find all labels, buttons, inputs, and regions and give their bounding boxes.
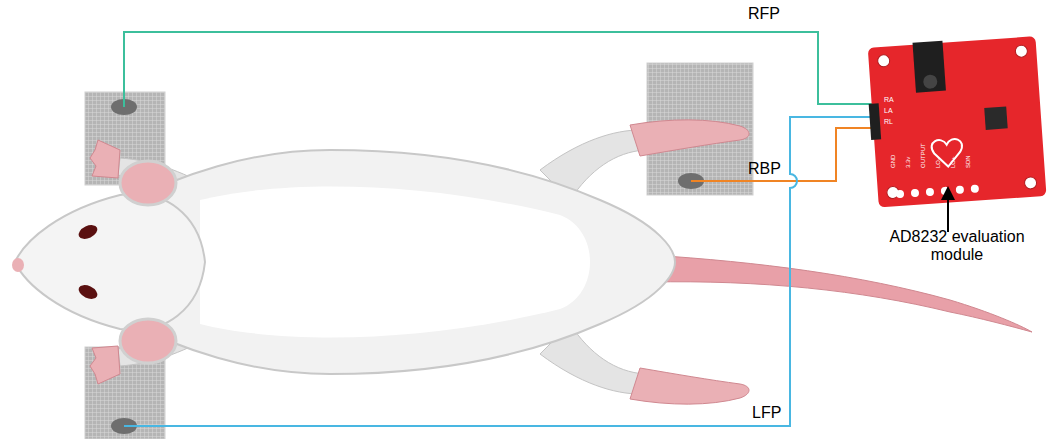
pin-label: SDN [965, 155, 972, 168]
pin-label: LO- [935, 158, 942, 168]
pin-label: LO+ [950, 156, 957, 168]
callout-label: AD8232 evaluation module [862, 228, 1052, 265]
pin-label: RL [884, 118, 893, 126]
callout-arrowhead [941, 186, 955, 200]
pin-label: GND [890, 155, 897, 168]
pin-label: RA [884, 96, 894, 104]
pin-label: 3.3v [905, 157, 912, 168]
wire-label: LFP [752, 404, 781, 422]
lfp-wire [124, 117, 875, 426]
wire-label: RFP [748, 5, 780, 23]
pin-label: OUTPUT [920, 143, 927, 168]
pin-label: LA [884, 107, 893, 115]
callout-arrow [947, 196, 949, 232]
rbp-wire [691, 128, 875, 181]
rfp-wire [124, 32, 875, 107]
ad8232-board [865, 34, 1047, 208]
wire-label: RBP [748, 160, 781, 178]
